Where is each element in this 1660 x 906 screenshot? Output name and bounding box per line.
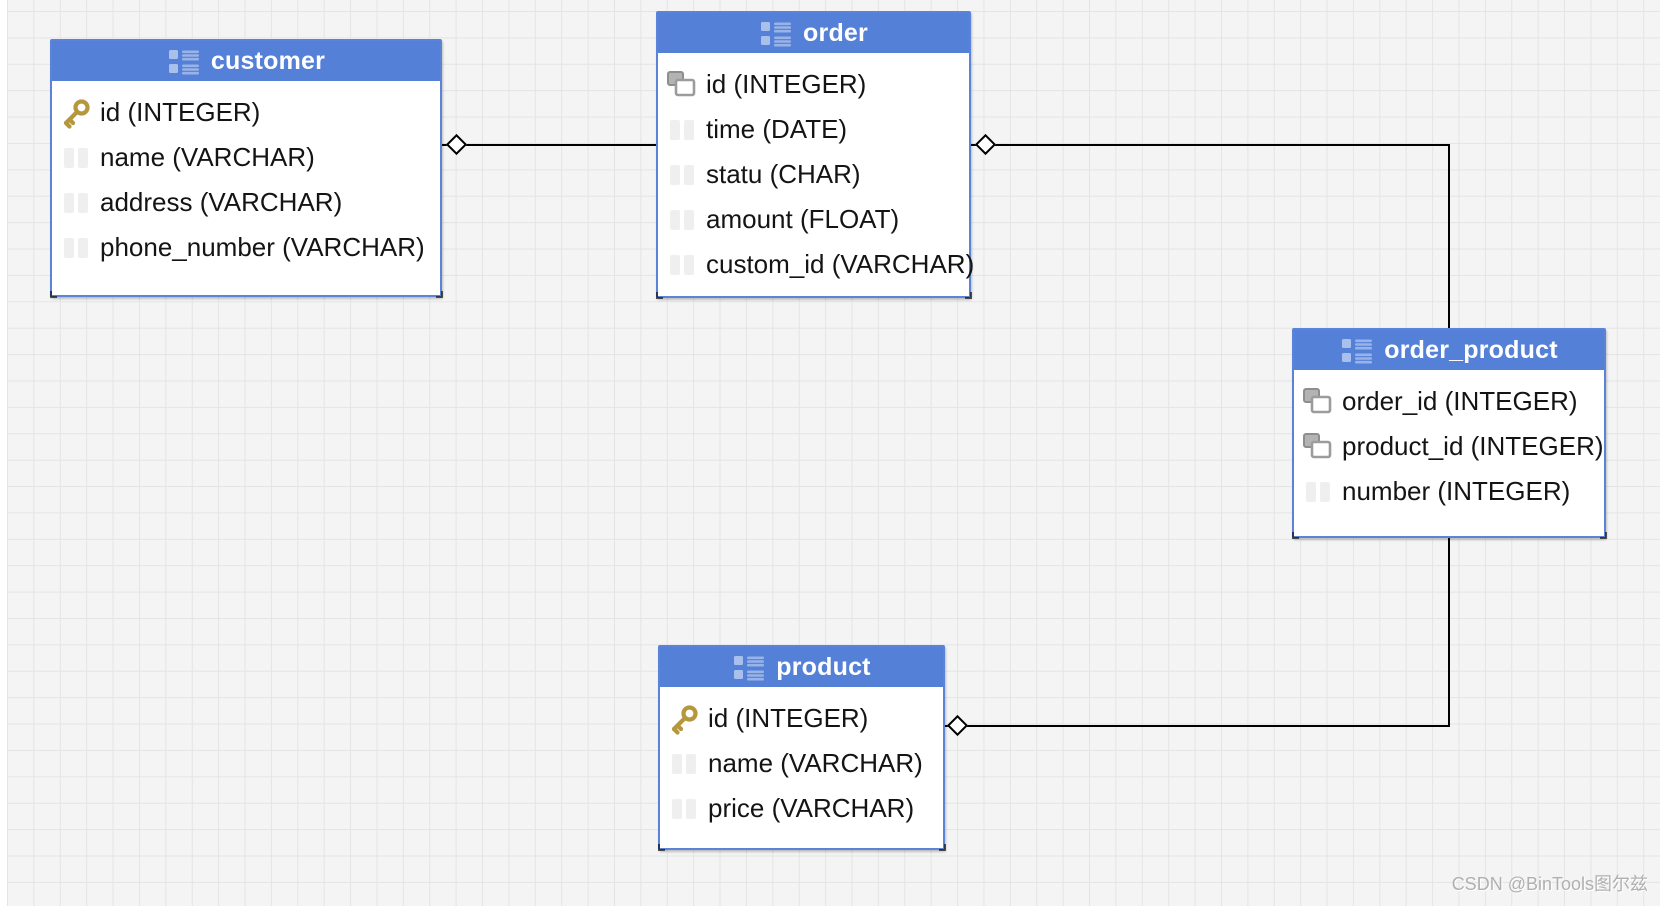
table-icon [734,656,765,681]
foreign-key-icon [1303,432,1332,458]
diamond-marker [946,714,969,737]
column-label: time (DATE) [706,114,848,144]
column-icon [670,164,694,185]
column-label: amount (FLOAT) [706,204,900,234]
table-row[interactable]: price (VARCHAR) [660,786,943,831]
column-label: address (VARCHAR) [100,187,343,217]
column-icon [672,753,696,774]
column-icon [670,254,694,275]
relation-line [971,144,1450,146]
table-row[interactable]: address (VARCHAR) [52,180,440,225]
table-row[interactable]: number (INTEGER) [1294,469,1604,514]
relation-line [442,144,656,146]
table-title: order [803,18,868,47]
table-customer[interactable]: customer id (INTEGER) name (VARC [49,39,443,298]
table-icon [761,22,792,47]
column-icon [670,119,694,140]
diamond-marker [974,133,997,156]
column-icon [64,147,88,168]
column-label: number (INTEGER) [1342,476,1571,506]
table-icon [1342,339,1373,364]
table-product[interactable]: product id (INTEGER) name (VARCH [657,645,946,851]
table-icon [168,50,199,75]
column-label: custom_id (VARCHAR) [706,249,975,279]
column-label: id (INTEGER) [100,97,261,127]
table-row[interactable]: custom_id (VARCHAR) [658,242,974,287]
table-row[interactable]: amount (FLOAT) [658,197,969,242]
table-row[interactable]: id (INTEGER) [658,62,969,107]
column-icon [1306,481,1330,502]
relation-line [1448,538,1450,727]
table-row[interactable]: id (INTEGER) [660,696,943,741]
table-row[interactable]: product_id (INTEGER) [1294,424,1604,469]
table-row[interactable]: statu (CHAR) [658,152,969,197]
column-icon [672,798,696,819]
watermark: CSDN @BinTools图尔兹 [1451,874,1648,894]
foreign-key-icon [667,70,696,96]
column-label: product_id (INTEGER) [1342,431,1604,461]
table-title: order_product [1384,335,1558,364]
foreign-key-icon [1303,387,1332,413]
column-label: order_id (INTEGER) [1342,386,1578,416]
column-label: id (INTEGER) [706,69,867,99]
column-label: id (INTEGER) [708,703,869,733]
table-header[interactable]: order_product [1294,330,1604,370]
column-label: statu (CHAR) [706,159,861,189]
table-title: product [776,652,871,681]
table-row[interactable]: id (INTEGER) [52,90,440,135]
primary-key-icon [63,98,90,129]
table-order_product[interactable]: order_product order_id (INTEGER) product… [1291,328,1607,539]
table-title: customer [210,46,326,75]
column-label: name (VARCHAR) [708,748,923,778]
table-order[interactable]: order id (INTEGER) time (DATE) st [655,11,974,299]
column-icon [64,237,88,258]
table-row[interactable]: name (VARCHAR) [660,741,943,786]
diamond-marker [445,133,468,156]
column-label: name (VARCHAR) [100,142,315,172]
relation-line [1448,146,1450,328]
column-label: price (VARCHAR) [708,793,915,823]
relation-line [945,725,1450,727]
table-header[interactable]: product [660,647,943,687]
table-header[interactable]: order [658,13,969,53]
column-icon [64,192,88,213]
table-header[interactable]: customer [52,41,440,81]
table-row[interactable]: time (DATE) [658,107,969,152]
table-row[interactable]: name (VARCHAR) [52,135,440,180]
column-label: phone_number (VARCHAR) [100,232,425,262]
column-icon [670,209,694,230]
table-row[interactable]: phone_number (VARCHAR) [52,225,440,270]
primary-key-icon [671,704,698,735]
table-row[interactable]: order_id (INTEGER) [1294,379,1604,424]
canvas-left-strip [0,0,7,906]
